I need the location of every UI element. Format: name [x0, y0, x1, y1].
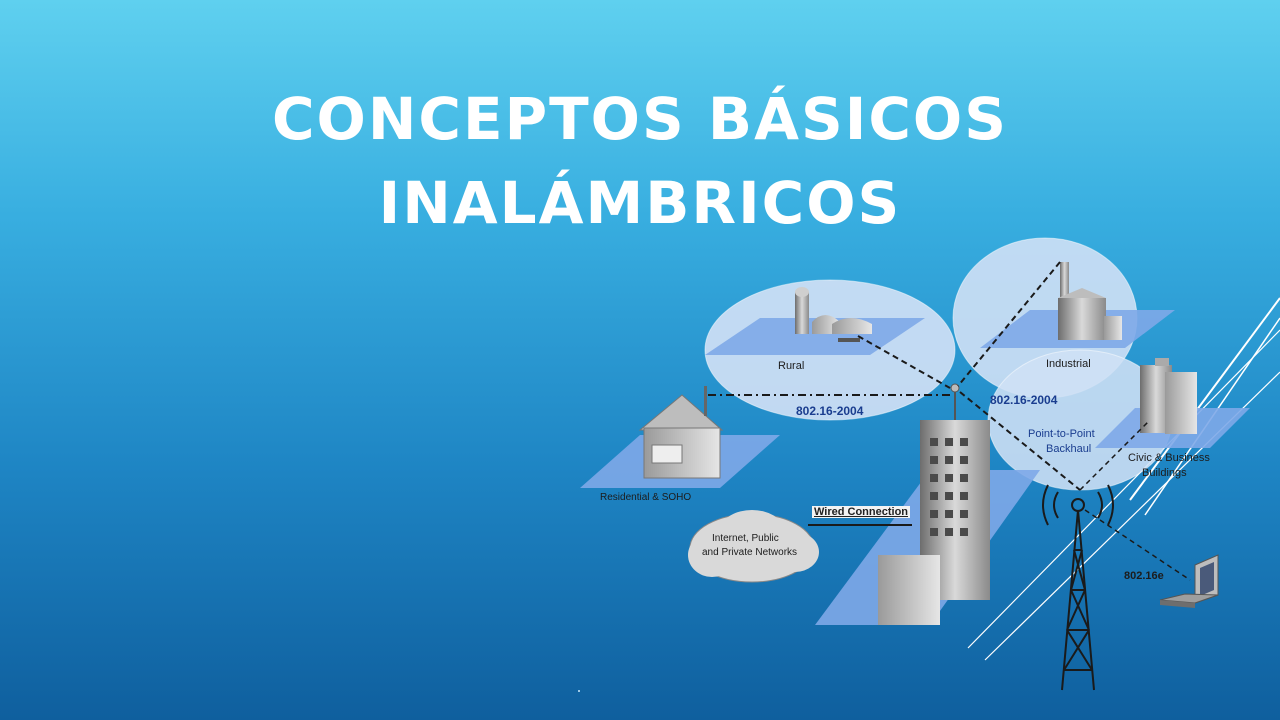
industrial-link — [957, 261, 1061, 387]
label-rural: Rural — [778, 360, 805, 372]
house-roof — [638, 394, 724, 431]
label-residential: Residential & SOHO — [600, 492, 692, 503]
mobile-link — [1084, 509, 1191, 581]
label-civic-1: Civic & Business — [1128, 452, 1210, 464]
label-standard-left: 802.16-2004 — [796, 404, 864, 418]
lattice-tower — [1042, 484, 1114, 691]
label-internet-1: Internet, Public — [712, 533, 779, 544]
internet-cloud — [688, 510, 819, 583]
slide-title-line-2: INALÁMBRICOS — [378, 169, 902, 237]
label-backhaul-1: Point-to-Point — [1028, 428, 1095, 440]
slide-title-line-1: CONCEPTOS BÁSICOS — [271, 85, 1009, 153]
label-civic-2: Buildings — [1142, 467, 1187, 479]
rural-link — [857, 335, 951, 389]
central-antenna — [950, 383, 960, 393]
silo — [795, 292, 809, 334]
label-standard-right: 802.16-2004 — [990, 393, 1058, 407]
label-mobile-standard: 802.16e — [1124, 570, 1164, 582]
label-internet-2: and Private Networks — [702, 547, 798, 558]
factory-chimney — [1060, 262, 1069, 322]
stray-dot — [578, 690, 580, 692]
laptop — [1159, 554, 1219, 608]
label-industrial: Industrial — [1046, 358, 1091, 370]
label-backhaul-2: Backhaul — [1046, 443, 1092, 455]
label-wired-connection: Wired Connection — [812, 506, 911, 518]
backhaul-link — [959, 391, 1081, 491]
civic-link — [1079, 419, 1151, 491]
